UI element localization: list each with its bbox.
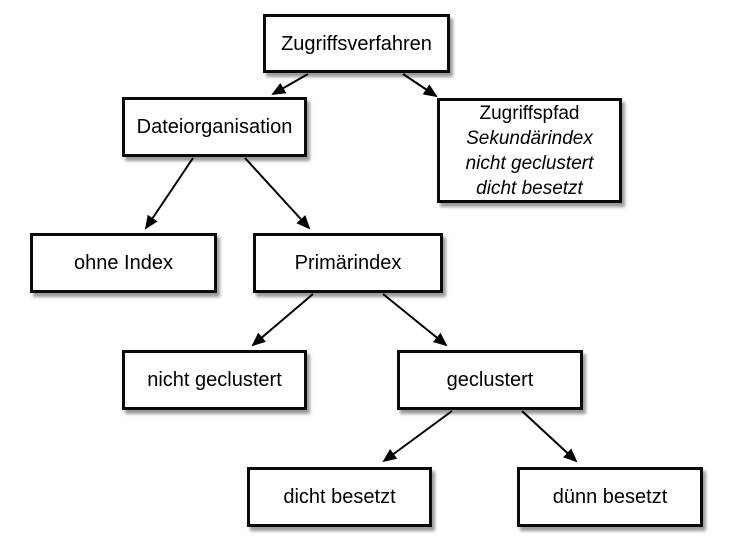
node-label: geclustert xyxy=(446,369,534,391)
node-label-line: nicht geclustert xyxy=(465,152,594,174)
edge-geclustert-dicht-besetzt xyxy=(382,410,453,463)
edge-dateiorganisation-primaerindex xyxy=(244,157,311,230)
node-ohne-index: ohne Index xyxy=(30,233,217,293)
edge-zugriffsverfahren-zugriffspfad xyxy=(402,73,438,98)
node-label: dicht besetzt xyxy=(283,486,396,508)
node-nicht-geclustert: nicht geclustert xyxy=(122,350,307,410)
node-label: Primärindex xyxy=(294,252,402,274)
edge-zugriffsverfahren-dateiorganisation xyxy=(271,73,309,95)
node-label-line: Sekundärindex xyxy=(466,127,593,149)
node-label: dünn besetzt xyxy=(552,486,668,508)
node-zugriffspfad: Zugriffspfad Sekundärindex nicht geclust… xyxy=(437,98,622,203)
node-label: nicht geclustert xyxy=(147,369,282,391)
node-label-line: Zugriffspfad xyxy=(479,102,580,124)
node-geclustert: geclustert xyxy=(397,350,583,410)
node-label: ohne Index xyxy=(74,252,173,274)
node-duenn-besetzt: dünn besetzt xyxy=(517,467,703,527)
edge-geclustert-duenn-besetzt xyxy=(521,410,578,463)
node-label: Dateiorganisation xyxy=(136,116,293,138)
node-label: Zugriffsverfahren xyxy=(281,32,432,55)
edge-primaerindex-geclustert xyxy=(382,293,448,347)
edge-dateiorganisation-ohne-index xyxy=(144,157,194,230)
node-primaerindex: Primärindex xyxy=(253,233,443,293)
edge-primaerindex-nicht-geclustert xyxy=(251,293,314,347)
node-label-line: dicht besetzt xyxy=(476,177,583,199)
node-dicht-besetzt: dicht besetzt xyxy=(247,467,432,527)
node-dateiorganisation: Dateiorganisation xyxy=(122,97,307,157)
node-zugriffsverfahren: Zugriffsverfahren xyxy=(263,14,450,73)
